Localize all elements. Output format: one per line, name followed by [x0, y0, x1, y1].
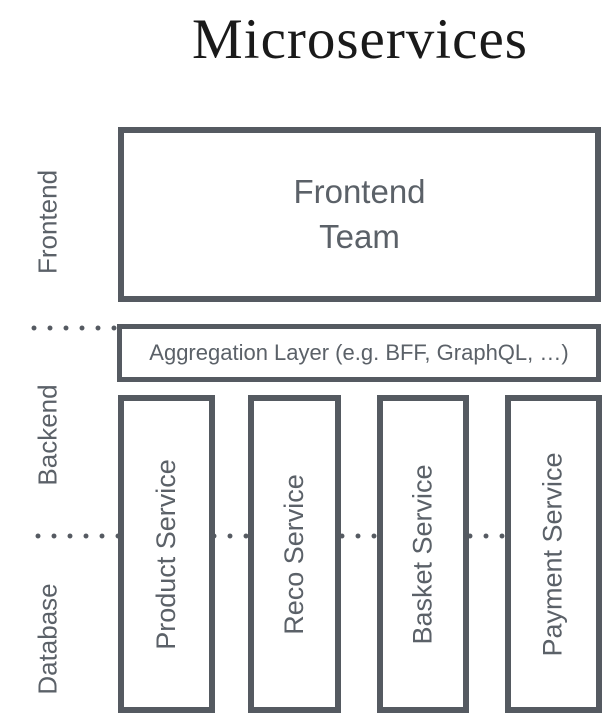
- row-label-frontend: Frontend: [32, 169, 63, 275]
- diagram-title: Microservices: [192, 8, 528, 71]
- frontend-team-label: Frontend Team: [293, 172, 426, 255]
- frontend-team-box: Frontend Team: [118, 127, 601, 302]
- row-label-database: Database: [32, 583, 63, 695]
- service-box-payment: Payment Service: [505, 395, 602, 713]
- service-label-payment: Payment Service: [538, 451, 568, 657]
- service-box-basket: Basket Service: [377, 395, 469, 713]
- service-label-product: Product Service: [151, 458, 181, 650]
- row-label-backend: Backend: [32, 384, 63, 486]
- aggregation-layer-box: Aggregation Layer (e.g. BFF, GraphQL, …): [117, 324, 601, 382]
- service-label-basket: Basket Service: [407, 463, 438, 645]
- separator-frontend-backend: [26, 325, 120, 331]
- service-box-product: Product Service: [118, 395, 215, 713]
- service-label-reco: Reco Service: [279, 473, 310, 635]
- service-box-reco: Reco Service: [248, 395, 341, 713]
- aggregation-layer-label: Aggregation Layer (e.g. BFF, GraphQL, …): [149, 340, 569, 365]
